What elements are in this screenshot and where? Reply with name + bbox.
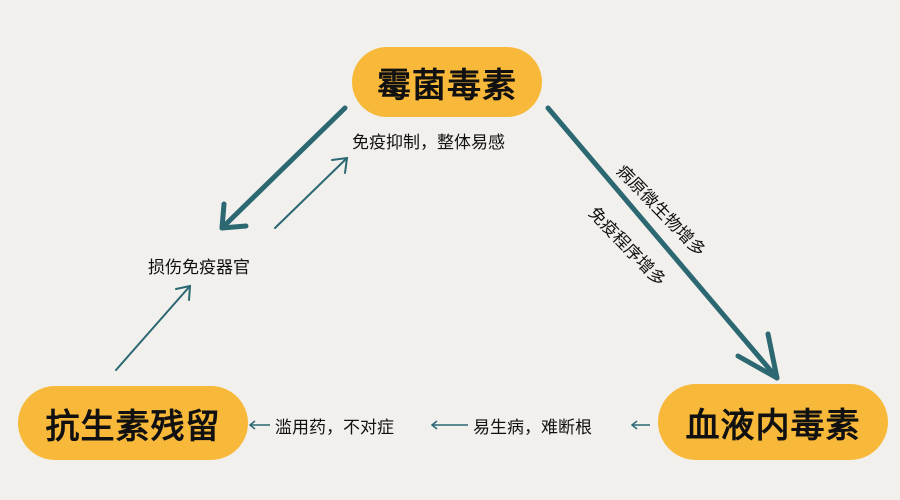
node-antibiotic-residue: 抗生素残留 — [18, 386, 248, 460]
label-easy-sick: 易生病，难断根 — [473, 418, 592, 438]
label-immune-suppression: 免疫抑制，整体易感 — [352, 133, 505, 153]
node-blood-endotoxin: 血液内毒素 — [658, 384, 888, 460]
arrow-mycotoxin-to-organ — [219, 105, 348, 231]
label-abuse-drugs: 滥用药，不对症 — [275, 418, 394, 438]
arrow-blood-to-sick — [630, 420, 650, 430]
arrow-antibiotic-to-organ — [115, 284, 192, 371]
node-mycotoxin: 霉菌毒素 — [352, 47, 542, 117]
label-organ-damage: 损伤免疫器官 — [148, 258, 250, 278]
arrow-organ-to-mycotoxin — [274, 156, 349, 229]
arrow-mycotoxin-to-blood-toxin — [545, 105, 780, 381]
arrow-sick-to-abuse — [430, 420, 468, 430]
arrow-abuse-to-antibiotic — [248, 420, 270, 430]
